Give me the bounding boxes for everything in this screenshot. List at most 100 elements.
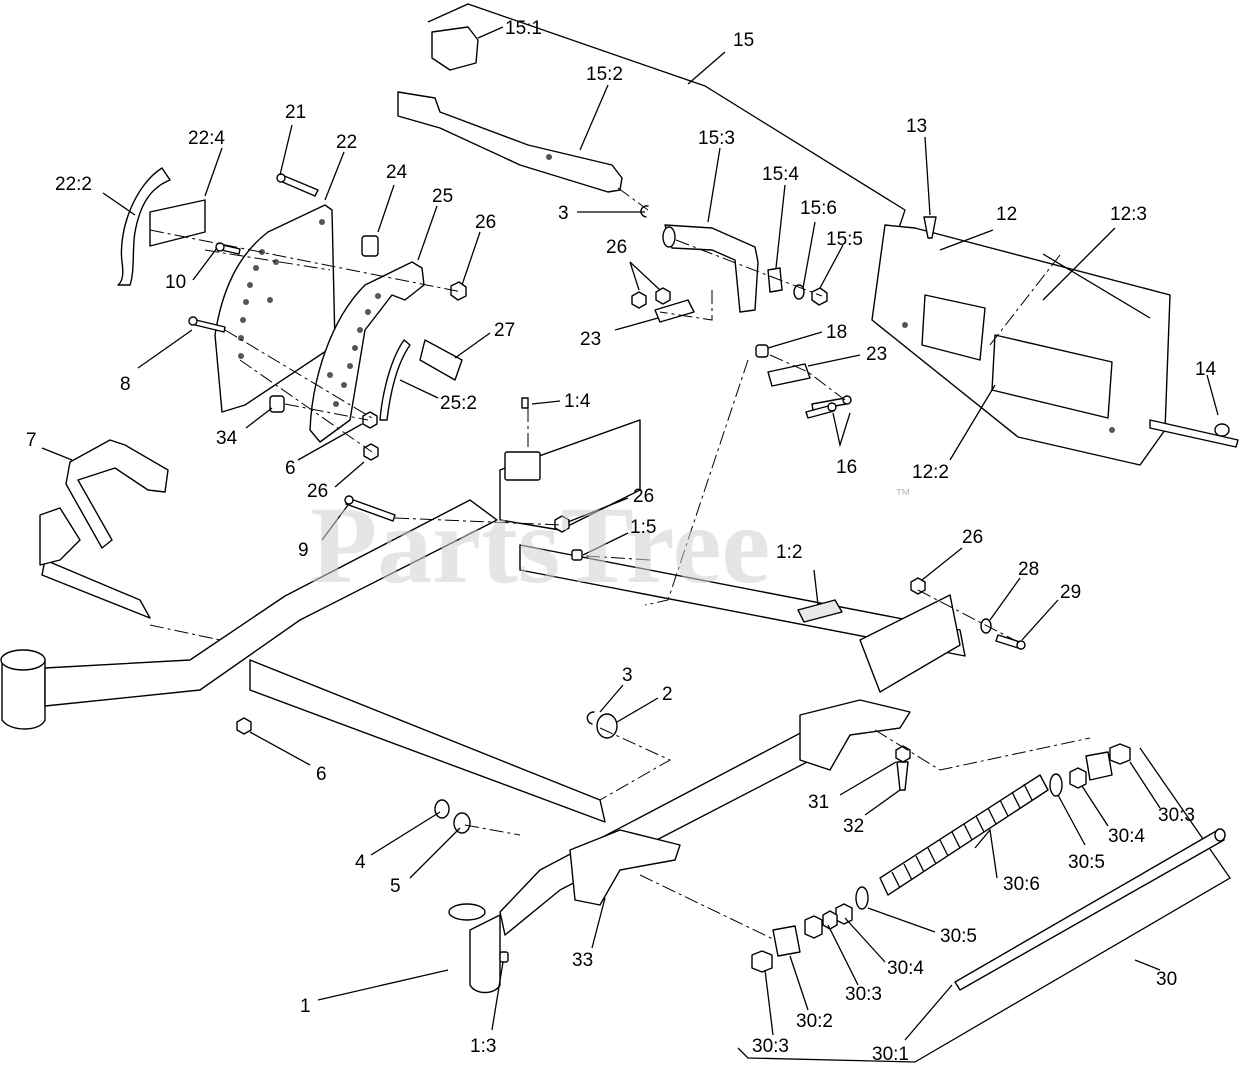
callout-label: 9 xyxy=(298,540,309,561)
part-23-link-b xyxy=(767,363,811,387)
callout-label: 30:4 xyxy=(1108,826,1145,847)
group-bracket-30 xyxy=(737,747,1231,1063)
callout-label: 29 xyxy=(1060,582,1081,603)
part-25-plate xyxy=(309,261,425,443)
part-15-1-grip xyxy=(431,26,479,71)
part-22-4-decal xyxy=(149,199,206,247)
callout-label: 30:3 xyxy=(752,1036,789,1057)
callout-label: 6 xyxy=(316,764,327,785)
callout-label: 27 xyxy=(494,320,515,341)
callout-label: 33 xyxy=(572,950,593,971)
callout-label: 14 xyxy=(1195,359,1217,380)
callout-label: 15:3 xyxy=(698,128,735,149)
part-15-3-pivot xyxy=(662,224,759,313)
part-24-spacer xyxy=(361,235,379,257)
part-15-5-nut xyxy=(811,287,828,306)
part-26-nut-d xyxy=(910,577,926,595)
callout-label: 30:1 xyxy=(872,1044,909,1065)
group-bracket-15 xyxy=(427,3,906,241)
part-15-4-spring xyxy=(767,267,783,293)
callout-label: 8 xyxy=(120,374,131,395)
callout-label: 3 xyxy=(622,665,633,686)
callout-label: 30:3 xyxy=(1158,805,1195,826)
callout-label: 22:4 xyxy=(188,128,225,149)
part-1-3-fitting xyxy=(499,951,509,963)
callout-label: 1:5 xyxy=(630,517,656,538)
callout-label: 30:5 xyxy=(940,926,977,947)
callout-label: 21 xyxy=(285,102,306,123)
part-26-nuts-pair xyxy=(631,287,671,309)
callout-label: 6 xyxy=(285,458,296,479)
callout-label: 12 xyxy=(996,204,1017,225)
part-3-clip-b xyxy=(586,711,595,725)
callout-label: 24 xyxy=(386,162,408,183)
callout-label: 4 xyxy=(355,852,366,873)
part-15-2-lever xyxy=(397,91,623,193)
callout-label: 1:2 xyxy=(776,542,802,563)
callout-label: 15:2 xyxy=(586,64,623,85)
callout-label: 12:3 xyxy=(1110,204,1147,225)
callout-label: 13 xyxy=(906,116,927,137)
callout-label: 23 xyxy=(580,329,601,350)
callout-label: 18 xyxy=(826,322,847,343)
part-30-hardware-right xyxy=(1049,743,1131,797)
callout-label: 26 xyxy=(606,237,627,258)
part-6-nut-a xyxy=(362,411,378,429)
part-14-rod xyxy=(1149,419,1239,448)
part-12-cover xyxy=(871,224,1171,466)
callout-label: 26 xyxy=(307,481,328,502)
callout-label: 30:3 xyxy=(845,984,882,1005)
watermark-text: PartsTree xyxy=(310,484,770,606)
part-23-link-a xyxy=(654,299,695,323)
centerlines xyxy=(149,187,1091,941)
callout-label: 23 xyxy=(866,344,887,365)
callout-label: 26 xyxy=(633,486,654,507)
callout-label: 30:2 xyxy=(796,1011,833,1032)
callout-label: 28 xyxy=(1018,559,1039,580)
callout-label: 32 xyxy=(843,816,864,837)
part-28-washer xyxy=(980,618,992,634)
part-1-2-decal xyxy=(797,599,843,623)
callout-label: 22:2 xyxy=(55,174,92,195)
callout-label: 12:2 xyxy=(912,462,949,483)
callout-label: 15:1 xyxy=(505,18,542,39)
part-26-nut-b xyxy=(363,443,379,461)
callout-label: 30 xyxy=(1156,969,1177,990)
part-22-plate xyxy=(214,204,336,413)
callout-label: 1:3 xyxy=(470,1036,496,1057)
part-13-screw xyxy=(923,216,937,239)
callout-label: 25:2 xyxy=(440,393,477,414)
callout-label: 1 xyxy=(300,996,311,1017)
callout-label: 15 xyxy=(733,30,754,51)
part-18-bushing xyxy=(755,344,769,358)
callout-label: 31 xyxy=(808,792,829,813)
part-31-fitting xyxy=(895,745,911,763)
callout-label: 15:5 xyxy=(826,229,863,250)
callout-label: 30:4 xyxy=(887,958,924,979)
callout-label: 30:6 xyxy=(1003,874,1040,895)
callout-label: 34 xyxy=(216,428,238,449)
part-10-bolt xyxy=(215,242,241,255)
part-22-2-guard xyxy=(117,167,171,286)
part-30-hardware-left xyxy=(751,886,869,973)
part-34-spacer xyxy=(269,395,285,413)
part-5-washer xyxy=(453,812,471,834)
part-21-bolt xyxy=(276,173,319,197)
callout-label: 2 xyxy=(662,684,673,705)
callout-label: 26 xyxy=(962,527,983,548)
main-frame xyxy=(0,419,966,994)
callout-label: 26 xyxy=(475,212,496,233)
part-7-pedal-arm xyxy=(65,439,169,549)
part-16-bolts xyxy=(805,395,852,419)
callout-label: 30:5 xyxy=(1068,852,1105,873)
watermark: PartsTree ™ xyxy=(310,484,911,606)
callout-label: 1:4 xyxy=(564,391,591,412)
part-2-washer xyxy=(596,713,618,739)
part-32-pin xyxy=(896,761,909,791)
part-26-nut-c xyxy=(554,515,570,533)
part-6-nut-b xyxy=(236,717,252,735)
callout-label: 5 xyxy=(390,876,401,897)
callout-label: 15:6 xyxy=(800,198,837,219)
part-30-1-rod xyxy=(954,828,1226,991)
